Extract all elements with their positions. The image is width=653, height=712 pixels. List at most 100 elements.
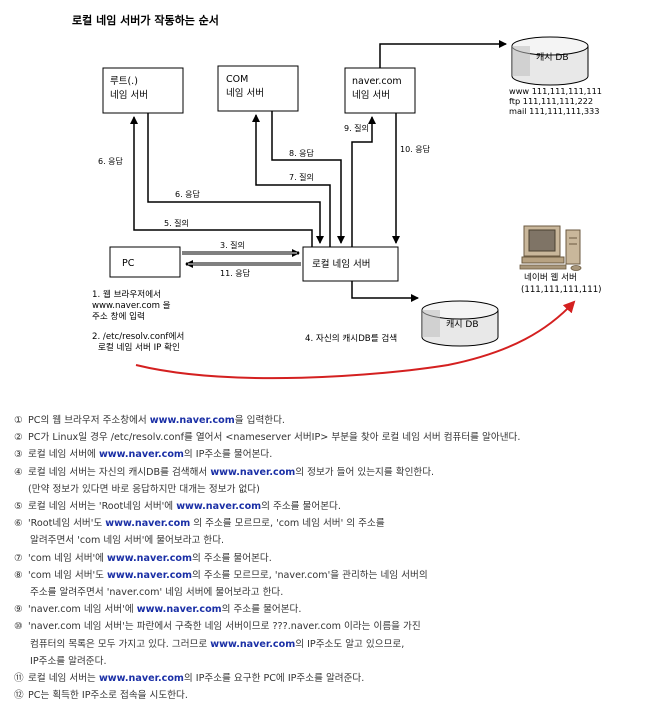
root-server-line1: 루트(.)	[110, 76, 138, 87]
pc-note-1-line3: 주소 창에 입력	[92, 310, 145, 322]
step-line: ⑥ 'Root네임 서버'도 www.naver.com 의 주소를 모르므로, …	[14, 515, 644, 532]
step-number: ⑫	[14, 690, 24, 702]
step-text: (만약 정보가 있다면 바로 응답하지만 대개는 정보가 없다)	[28, 483, 260, 495]
arrow-7-query	[252, 114, 331, 247]
naver-server-line1: naver.com	[352, 76, 402, 87]
pc-to-web-server-curve	[135, 300, 576, 380]
pc-note-2: 2. /etc/resolv.conf에서 로컬 네임 서버 IP 확인	[92, 331, 184, 353]
dns-diagram: 로컬 네임 서버가 작동하는 순서 루트(.) 네임 서버 COM 네임 서버 …	[72, 13, 602, 380]
step-text: 'com 네임 서버'도	[28, 569, 108, 581]
diagram-title: 로컬 네임 서버가 작동하는 순서	[72, 13, 219, 27]
step-line: 주소를 알려주면서 'naver.com' 네임 서버에 물어보라고 한다.	[14, 584, 644, 601]
step-text: PC의 웹 브라우저 주소창에서	[28, 415, 150, 426]
step-url: www.naver.com	[136, 604, 222, 616]
step-text: 의 주소를 물어본다.	[221, 604, 302, 616]
step-line: ② PC가 Linux일 경우 /etc/resolv.conf를 열어서 <na…	[14, 429, 644, 446]
step-text: 의 IP주소를 요구한 PC에 IP주소를 알려준다.	[183, 673, 365, 685]
step-line: ⑦'com 네임 서버'에 www.naver.com의 주소를 물어본다.	[14, 550, 644, 567]
step-text: 의 IP주소도 알고 있으므로,	[295, 638, 405, 650]
step-text: 을 입력한다.	[234, 415, 285, 426]
arrow-4-cache-search	[351, 281, 419, 302]
step-url: www.naver.com	[98, 449, 184, 461]
pc-box: PC	[109, 246, 181, 278]
step-text: 의 주소를 모르므로, 'com 네임 서버' 의 주소를	[190, 518, 385, 530]
pc-label: PC	[122, 258, 135, 269]
step-line: ⑨ 'naver.com 네임 서버'에 www.naver.com의 주소를 물…	[14, 601, 644, 618]
root-server-line2: 네임 서버	[110, 89, 148, 101]
pc-note-2-line2: 로컬 네임 서버 IP 확인	[98, 341, 180, 353]
step-number: ⑩	[14, 621, 23, 633]
step-line: 컴퓨터의 목록은 모두 가지고 있다. 그러므로 www.naver.com의 …	[14, 636, 644, 653]
step-text: 로컬 네임 서버는 'Root네임 서버'에	[28, 501, 177, 513]
cache-db-top-icon: 캐시 DB	[511, 36, 589, 86]
pc-note-2-line1: 2. /etc/resolv.conf에서	[92, 331, 184, 342]
naver-name-server: naver.com 네임 서버	[344, 67, 416, 114]
pc-note-1-line1: 1. 웹 브라우저에서	[92, 289, 161, 300]
cache-db-top-label: 캐시 DB	[536, 52, 569, 63]
step-number: ⑦	[14, 552, 23, 564]
label-11-response: 11. 응답	[220, 268, 251, 278]
step-number: ④	[14, 466, 23, 478]
step-number: ③	[14, 449, 23, 461]
step-number: ⑨	[14, 604, 23, 616]
step-text: 의 IP주소를 물어본다.	[183, 449, 273, 461]
step-url: www.naver.com	[210, 638, 296, 650]
step-url: www.naver.com	[149, 415, 235, 426]
step-text: 로컬 네임 서버는	[28, 673, 99, 685]
step-text: 'naver.com 네임 서버'는 파란에서 구축한 네임 서버이므로 ???…	[28, 621, 421, 633]
local-server-label: 로컬 네임 서버	[312, 258, 370, 270]
step-line: (만약 정보가 있다면 바로 응답하지만 대개는 정보가 없다)	[14, 481, 644, 498]
web-server-label-line2: (111,111,111,111)	[521, 285, 602, 295]
step-number: ⑥	[14, 518, 23, 530]
step-url: www.naver.com	[107, 552, 193, 564]
web-server-label-line1: 네이버 웹 서버	[524, 272, 577, 283]
arrow-5-query	[130, 116, 313, 247]
arrow-6-response	[147, 113, 324, 244]
step-url: www.naver.com	[107, 569, 193, 581]
step-text: 'Root네임 서버'도	[28, 518, 106, 530]
label-3-query: 3. 질의	[220, 240, 245, 250]
cache-db-bottom-label: 캐시 DB	[446, 319, 479, 330]
step-line: ① PC의 웹 브라우저 주소창에서 www.naver.com을 입력한다.	[14, 412, 644, 429]
step-text: 로컬 네임 서버는 자신의 캐시DB를 검색해서	[28, 466, 211, 478]
com-name-server: COM 네임 서버	[217, 65, 299, 112]
naver-server-line2: 네임 서버	[352, 89, 390, 101]
step-text: PC가 Linux일 경우 /etc/resolv.conf를 열어서 <nam…	[28, 432, 521, 444]
step-text: 주소를 알려주면서 'naver.com' 네임 서버에 물어보라고 한다.	[30, 587, 284, 599]
step-number: ②	[14, 432, 23, 444]
step-number: ⑧	[14, 569, 23, 581]
step-line: IP주소를 알려준다.	[14, 653, 644, 670]
step-url: www.naver.com	[98, 673, 184, 685]
naver-to-cache-line	[379, 40, 507, 68]
web-server-computer-icon	[519, 225, 582, 271]
step-text: 의 주소를 모르므로, 'naver.com'을 관리하는 네임 서버의	[192, 569, 428, 581]
step-text: 컴퓨터의 목록은 모두 가지고 있다. 그러므로	[30, 638, 211, 650]
step-number: ⑤	[14, 501, 23, 513]
local-name-server: 로컬 네임 서버	[302, 246, 399, 282]
label-5-query: 5. 질의	[164, 218, 189, 228]
label-8-response: 8. 응답	[289, 148, 315, 158]
step-line: 알려주면서 'com 네임 서버'에 물어보라고 한다.	[14, 532, 644, 549]
cache-db-bottom-icon: 캐시 DB	[421, 300, 499, 347]
step-text: 알려주면서 'com 네임 서버'에 물어보라고 한다.	[30, 535, 225, 547]
arrow-9-query	[351, 116, 376, 247]
step-url: www.naver.com	[105, 518, 191, 530]
step-text: 'com 네임 서버'에	[28, 552, 108, 564]
dns-records: www 111,111,111,111 ftp 111,111,111,222 …	[509, 86, 602, 116]
cache-search-note: 4. 자신의 캐시DB를 검색	[305, 332, 397, 344]
step-text: PC는 획득한 IP주소로 접속을 시도한다.	[28, 690, 188, 702]
step-line: ⑧ 'com 네임 서버'도 www.naver.com의 주소를 모르므로, '…	[14, 567, 644, 584]
step-text: IP주소를 알려준다.	[30, 655, 107, 667]
step-text: 의 주소를 물어본다.	[261, 501, 341, 513]
record-mail: mail 111,111,111,333	[509, 106, 599, 116]
root-name-server: 루트(.) 네임 서버	[102, 67, 184, 114]
com-server-line2: 네임 서버	[226, 87, 264, 99]
step-text: 'naver.com 네임 서버'에	[28, 604, 137, 616]
label-9-query: 9. 질의	[344, 123, 369, 133]
step-url: www.naver.com	[210, 466, 296, 478]
step-number: ①	[14, 415, 23, 426]
label-6-response-b: 6. 응답	[175, 189, 201, 199]
